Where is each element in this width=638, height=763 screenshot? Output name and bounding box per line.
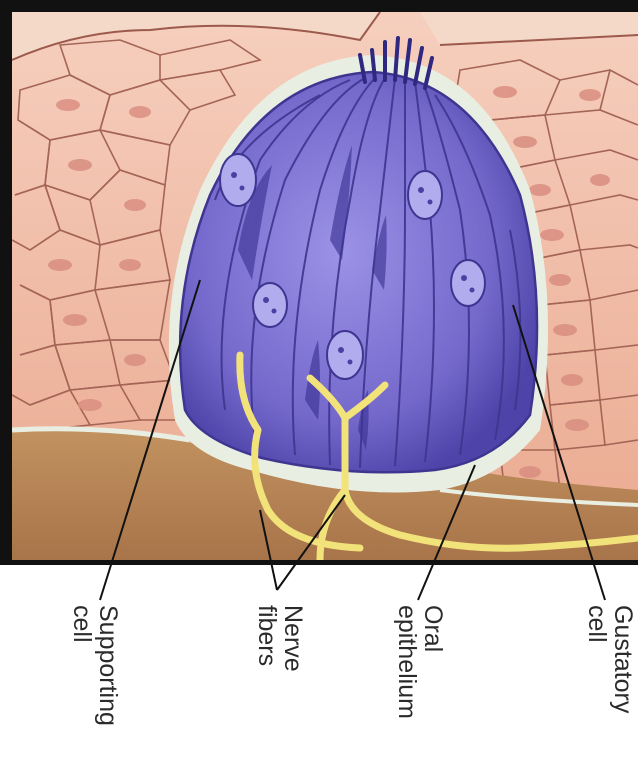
label-gustatory-cell: Gustatory cell	[583, 605, 637, 720]
label-oral-epithelium: Oral epithelium	[393, 605, 447, 719]
label-nerve-fibers: Nerve fibers	[253, 605, 307, 679]
label-supporting-cell: Supporting cell	[68, 605, 122, 733]
